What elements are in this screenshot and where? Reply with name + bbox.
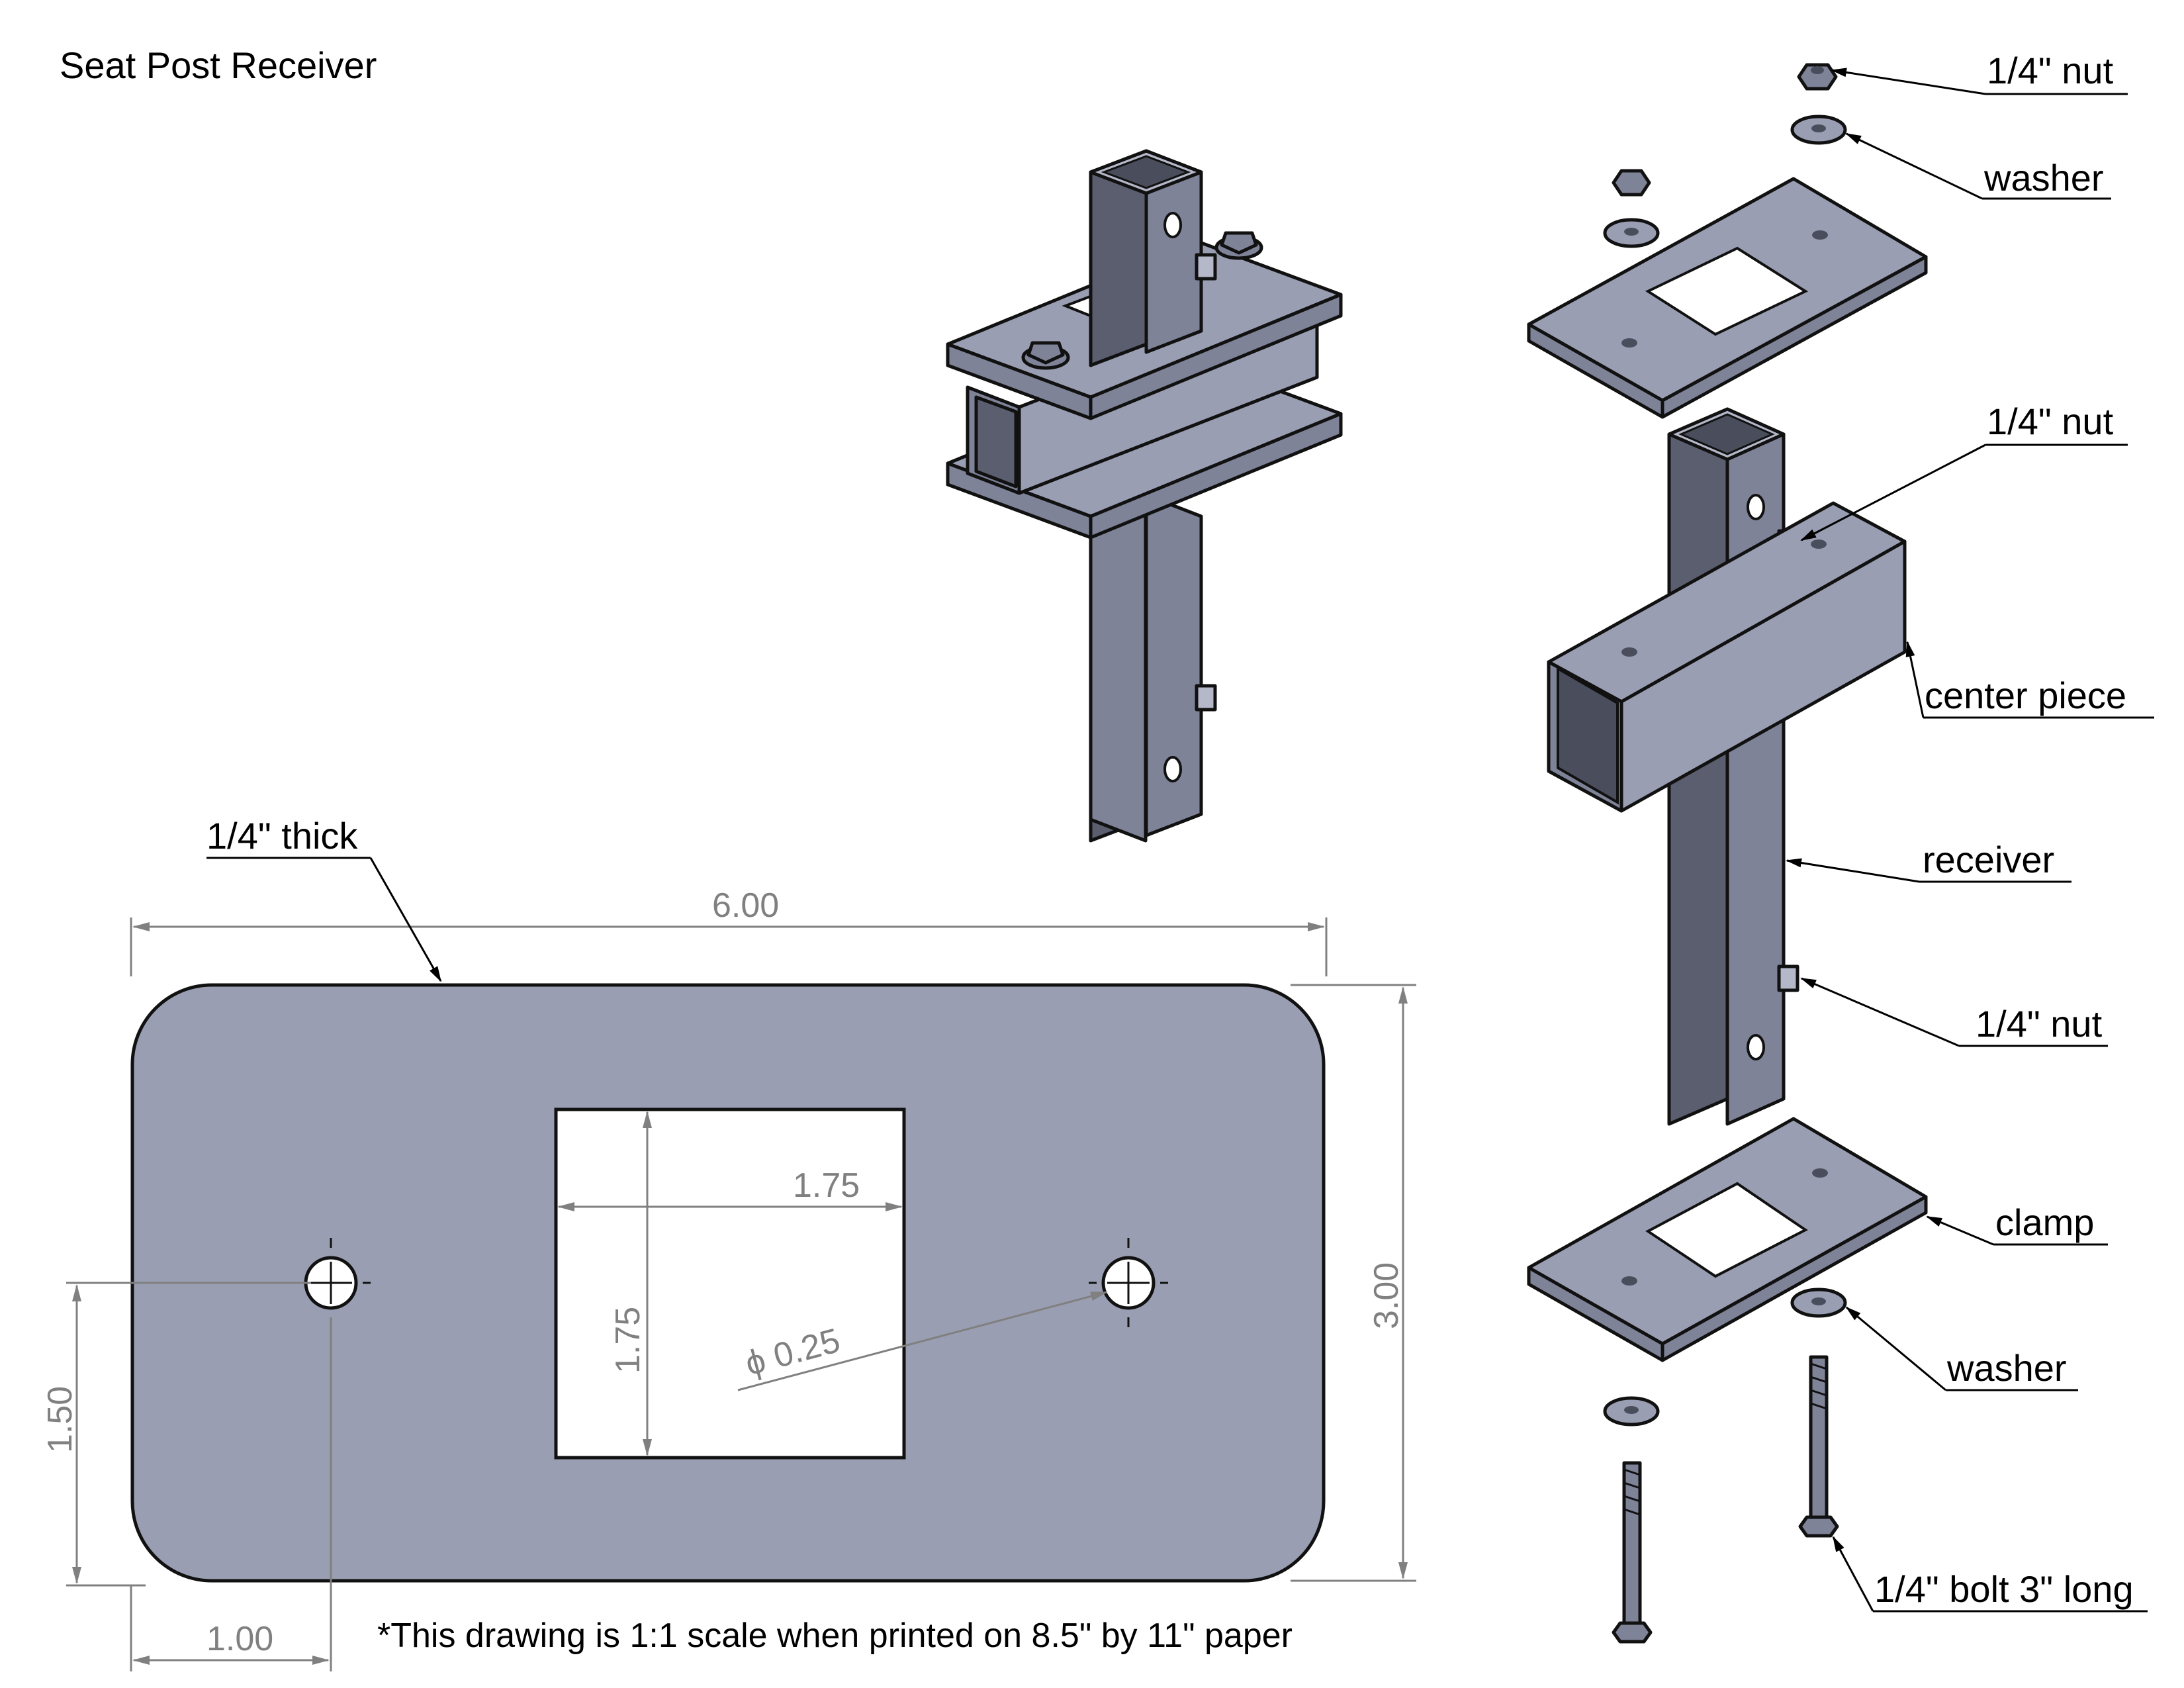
callout-nut-mid: 1/4" nut [1800,400,2128,541]
callout-clamp-label: clamp [1995,1201,2094,1243]
callout-washer-bottom-label: washer [1946,1347,2067,1389]
hole-offset-value: 1.00 [206,1620,273,1658]
callout-nut-low-label: 1/4" nut [1976,1003,2103,1045]
width-value: 6.00 [712,886,779,925]
plate-top-view [130,983,1326,1583]
thickness-label: 1/4" thick [206,815,358,857]
bolt-right [1798,1355,1839,1538]
top-nut [1797,63,1838,91]
callout-center-piece-label: center piece [1925,675,2126,716]
height-value: 3.00 [1367,1262,1406,1329]
dimension-height: 3.00 [1291,984,1416,1582]
center-piece [1547,501,1907,813]
assembled-isometric-view [946,149,1343,843]
bolt-left [1612,1461,1653,1644]
callout-receiver: receiver [1786,839,2071,883]
callout-nut-top-label: 1/4" nut [1987,50,2114,91]
callout-receiver-label: receiver [1923,839,2054,880]
square-width-value: 1.75 [793,1166,860,1205]
callout-bolt-label: 1/4" bolt 3" long [1874,1568,2134,1610]
thickness-callout: 1/4" thick [206,815,442,982]
callout-washer-top: washer [1845,132,2111,200]
exploded-view [1527,63,1928,1644]
callout-washer-top-label: washer [1983,157,2104,199]
callout-nut-top: 1/4" nut [1831,50,2128,95]
scale-note: *This drawing is 1:1 scale when printed … [377,1617,1293,1655]
square-cutout [554,1107,906,1460]
callout-nut-mid-label: 1/4" nut [1987,400,2114,442]
drawing-title: Seat Post Receiver [60,44,377,86]
dimension-hole-height: 1.50 [41,1282,311,1587]
callout-center-piece: center piece [1905,641,2154,719]
callout-nut-low: 1/4" nut [1800,977,2108,1047]
hole-height-value: 1.50 [41,1386,79,1453]
callout-clamp: clamp [1926,1201,2108,1246]
callout-washer-bottom: washer [1845,1306,2078,1391]
square-height-value: 1.75 [609,1307,647,1374]
top-washer [1790,115,1847,145]
dimension-hole-offset: 1.00 [130,1317,332,1671]
callout-bolt: 1/4" bolt 3" long [1832,1536,2148,1613]
right-bolt-hole [1089,1238,1168,1327]
dimension-square-height: 1.75 [609,1111,652,1456]
dimension-width: 6.00 [130,886,1328,976]
lower-clamp-plate [1527,1117,1928,1362]
upper-clamp-plate [1527,177,1928,419]
dimension-square-width: 1.75 [557,1166,903,1211]
